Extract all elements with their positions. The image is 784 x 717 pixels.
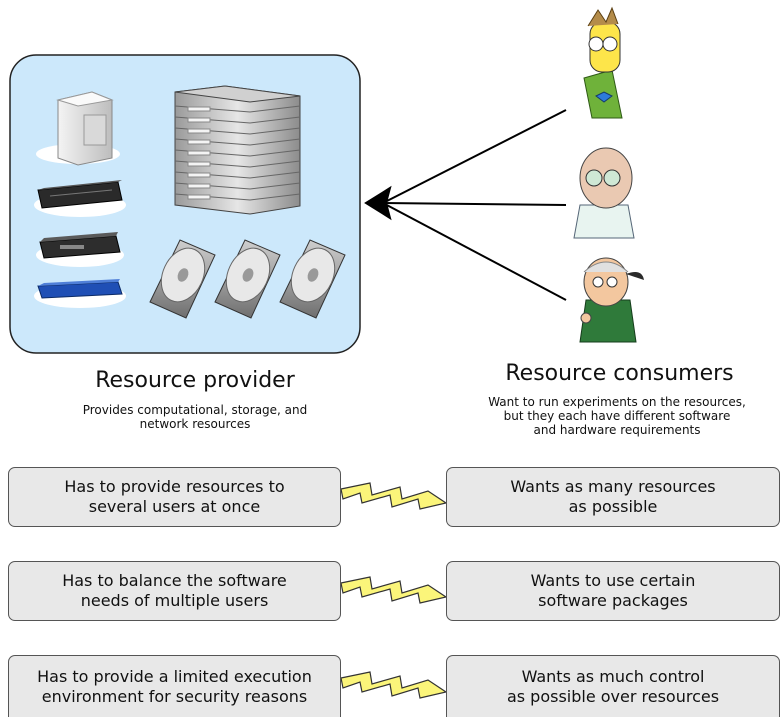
box-line: Wants as many resources (510, 477, 716, 496)
provider-subtitle-line: Provides computational, storage, and (82, 403, 308, 417)
box-line: Wants as much control (521, 666, 705, 686)
consumer-calculus-icon (579, 257, 644, 343)
box-line: as possible over resources (506, 686, 720, 706)
consumers-subtitle-line: and hardware requirements (533, 423, 701, 437)
box-line: software packages (538, 591, 688, 610)
box-line: needs of multiple users (80, 591, 269, 610)
provider-title: Resource provider (95, 368, 295, 393)
provider-subtitle-line: network resources (139, 417, 251, 431)
consumers-title: Resource consumers (505, 361, 734, 386)
box-line: Wants to use certain (530, 571, 696, 590)
provider-subtitle: Provides computational, storage, and net… (10, 403, 380, 431)
network-switch-icon (34, 279, 126, 308)
box-line: Has to provide resources to (64, 477, 285, 496)
lightning-bolt-icon (340, 576, 448, 604)
hard-disk-icon (279, 239, 346, 319)
lightning-bolt-icon (340, 482, 448, 510)
tower-server-icon (36, 91, 120, 166)
box-line: Has to provide a limited execution (37, 666, 312, 686)
box-line: Has to balance the software (62, 571, 287, 590)
hard-disk-icon (149, 239, 216, 319)
consumers-subtitle: Want to run experiments on the resources… (450, 395, 784, 437)
consumers-subtitle-line: Want to run experiments on the resources… (488, 395, 746, 409)
box-line: several users at once (88, 497, 261, 516)
box-line: as possible (568, 497, 658, 516)
rack-server-icon (34, 180, 126, 217)
lightning-bolt-icon (340, 671, 448, 699)
box-line: environment for security reasons (41, 686, 308, 706)
consumer-professor-icon (573, 147, 635, 239)
consumer-arrows (364, 109, 567, 301)
consumers-subtitle-line: but they each have different software (503, 409, 731, 423)
hard-disk-icon (214, 239, 281, 319)
rack-server-icon (36, 232, 124, 267)
consumer-scientist-icon (583, 6, 623, 119)
server-rack-icon (174, 85, 301, 215)
arrowhead-icon (364, 185, 392, 221)
